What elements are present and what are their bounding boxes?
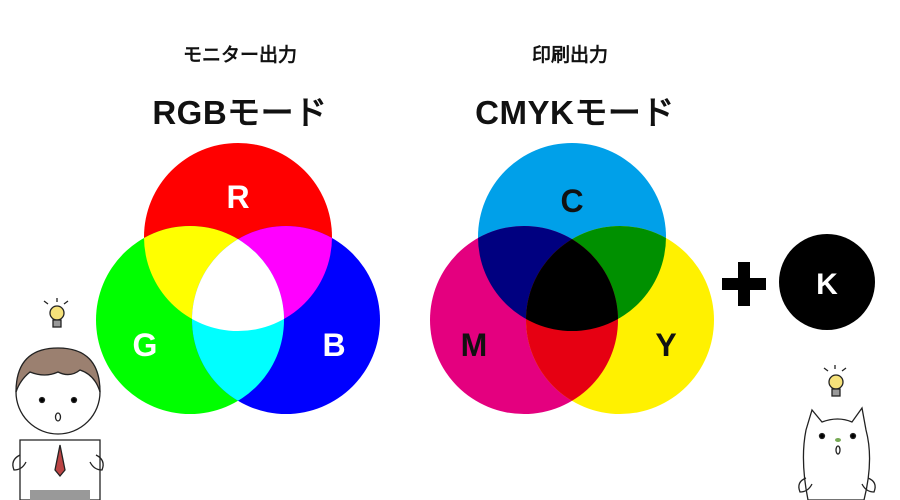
label-g: G [133, 327, 158, 363]
label-k: K [816, 268, 838, 301]
cmyk-subtitle: 印刷出力 [531, 45, 608, 66]
rgb-venn: R G B [96, 143, 380, 414]
black-center [526, 226, 618, 331]
white-center [192, 226, 284, 331]
black-k-circle [779, 234, 875, 330]
label-b: B [322, 327, 345, 363]
rgb-title: RGBモード [152, 94, 328, 131]
label-c: C [560, 183, 583, 219]
cmyk-title: CMYKモード [475, 94, 675, 131]
plus-icon [722, 262, 766, 306]
lightbulb-icon [823, 365, 847, 397]
boy-character-icon [12, 298, 104, 500]
cmyk-venn: C M Y [430, 143, 714, 414]
rgb-subtitle: モニター出力 [182, 45, 297, 66]
label-y: Y [655, 327, 676, 363]
cat-character-icon [798, 365, 876, 500]
lightbulb-icon [43, 298, 69, 328]
label-r: R [226, 179, 249, 215]
label-m: M [461, 327, 488, 363]
